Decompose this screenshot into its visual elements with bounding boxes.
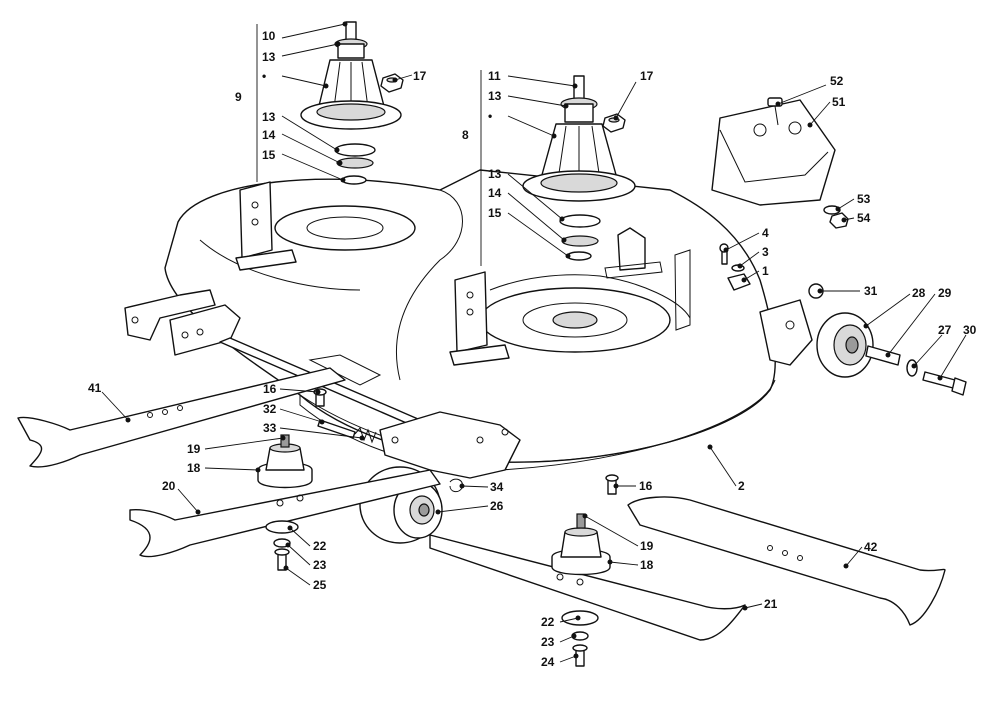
- callout-8: 8: [462, 128, 469, 142]
- callout-4: 4: [762, 226, 769, 240]
- leader-lines: [101, 21, 967, 663]
- callout-15: 15: [488, 206, 502, 220]
- callout-18: 18: [187, 461, 201, 475]
- nut-54: [829, 212, 849, 229]
- blade-42: [627, 496, 946, 626]
- callout-29: 27: [938, 323, 952, 337]
- front-bracket-left: [124, 289, 241, 356]
- callout-22: 22: [313, 539, 327, 553]
- assembly-bullet-left: •: [262, 69, 266, 83]
- callout-31: 26: [490, 499, 504, 513]
- callout-42: 42: [864, 540, 878, 554]
- callout-51: 51: [832, 95, 846, 109]
- callout-52: 52: [830, 74, 844, 88]
- callout-3: 3: [762, 245, 769, 259]
- callout-13: 13: [488, 89, 502, 103]
- front-bracket-center: [379, 411, 521, 479]
- callout-18: 18: [640, 558, 654, 572]
- callout-23: 23: [541, 635, 555, 649]
- deck-hanger-bracket: [604, 227, 691, 331]
- spindle-assembly-left: [300, 21, 402, 185]
- callout-34: 34: [490, 480, 504, 494]
- callout-41: 41: [88, 381, 102, 395]
- callout-19: 19: [640, 539, 654, 553]
- spindle-assembly-center: [522, 75, 636, 261]
- callout-2: 1: [762, 264, 769, 278]
- spring-33: [354, 426, 377, 444]
- callout-17: 17: [640, 69, 654, 83]
- wheel-bracket-right: [759, 283, 824, 366]
- callout-28: 30: [963, 323, 977, 337]
- blade-41: [17, 367, 346, 468]
- callout-10: 11: [488, 69, 501, 83]
- callout-30: 31: [864, 284, 878, 298]
- callout-24: 24: [541, 655, 555, 669]
- callout-23: 23: [313, 558, 327, 572]
- callout-13: 13: [262, 50, 276, 64]
- nut-17-left: [380, 73, 404, 93]
- callout-15: 15: [262, 148, 276, 162]
- blade-hardware-left: [265, 520, 299, 571]
- axle-27-29-28: [865, 345, 967, 396]
- assembly-bullet-center: •: [488, 109, 492, 123]
- callout-9: 9: [235, 90, 242, 104]
- callout-14: 14: [262, 128, 276, 142]
- blade-hub-18-left: [257, 434, 313, 489]
- callout-32: 32: [263, 402, 277, 416]
- callout-1: 2: [738, 479, 745, 493]
- bolt-32: [317, 419, 356, 439]
- callout-16: 16: [639, 479, 653, 493]
- blade-21: [429, 534, 746, 641]
- callout-20: 20: [162, 479, 176, 493]
- belt-cover: [711, 97, 836, 206]
- blade-hub-18-right: [551, 513, 611, 576]
- callout-19: 19: [187, 442, 201, 456]
- callout-54: 54: [857, 211, 871, 225]
- callout-22: 22: [541, 615, 555, 629]
- callout-53: 53: [857, 192, 871, 206]
- callout-25: 25: [313, 578, 327, 592]
- deck-bracket-left: [235, 181, 297, 271]
- callout-26: 28: [912, 286, 926, 300]
- blade-20: [129, 469, 441, 558]
- callout-11: 10: [262, 29, 276, 43]
- callout-17: 17: [413, 69, 427, 83]
- deck-bracket-center: [449, 271, 510, 366]
- callout-21: 21: [764, 597, 778, 611]
- wheel-26: [816, 312, 874, 378]
- callout-13: 13: [262, 110, 276, 124]
- callout-33: 33: [263, 421, 277, 435]
- callout-16: 16: [263, 382, 277, 396]
- callout-labels: 10 13 9 17 13 14 15 11 13 17 8 13 14 15 …: [88, 29, 977, 669]
- callout-27: 29: [938, 286, 952, 300]
- callout-13: 13: [488, 167, 502, 181]
- callout-14: 14: [488, 186, 502, 200]
